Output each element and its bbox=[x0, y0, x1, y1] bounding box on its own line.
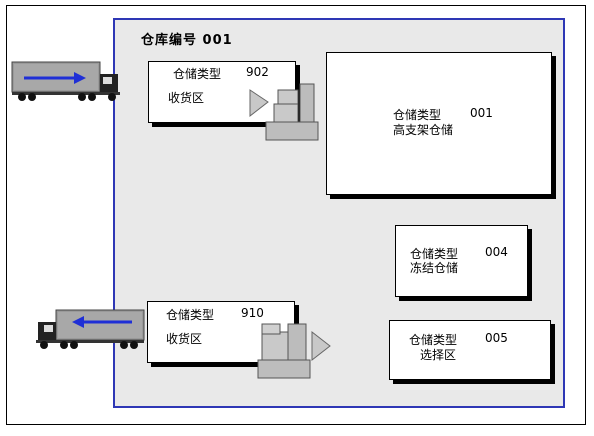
storage-type-label: 仓储类型 bbox=[173, 67, 222, 81]
truck-outbound-icon bbox=[36, 309, 145, 349]
storage-type-name: 收货区 bbox=[168, 91, 205, 105]
storage-type-004 bbox=[395, 225, 528, 297]
storage-type-902 bbox=[148, 61, 296, 123]
storage-type-name: 选择区 bbox=[420, 348, 457, 362]
storage-type-code: 001 bbox=[470, 106, 493, 120]
storage-type-code: 910 bbox=[241, 306, 264, 320]
storage-type-label: 仓储类型 bbox=[166, 308, 215, 322]
storage-type-label: 仓储类型 bbox=[393, 108, 442, 122]
storage-type-code: 902 bbox=[246, 65, 269, 79]
stacked-boxes-icon bbox=[257, 323, 331, 379]
storage-type-name: 收货区 bbox=[166, 332, 203, 346]
warehouse-title: 仓库编号 001 bbox=[141, 33, 233, 48]
storage-type-code: 004 bbox=[485, 245, 508, 259]
storage-type-label: 仓储类型 bbox=[409, 333, 458, 347]
storage-type-name: 冻结仓储 bbox=[410, 261, 459, 275]
storage-type-005 bbox=[389, 320, 551, 380]
truck-inbound-icon bbox=[11, 61, 120, 101]
storage-type-code: 005 bbox=[485, 331, 508, 345]
storage-type-001 bbox=[326, 52, 552, 195]
storage-type-label: 仓储类型 bbox=[410, 247, 459, 261]
stacked-boxes-icon bbox=[249, 83, 319, 141]
storage-type-name: 高支架仓储 bbox=[393, 123, 454, 137]
